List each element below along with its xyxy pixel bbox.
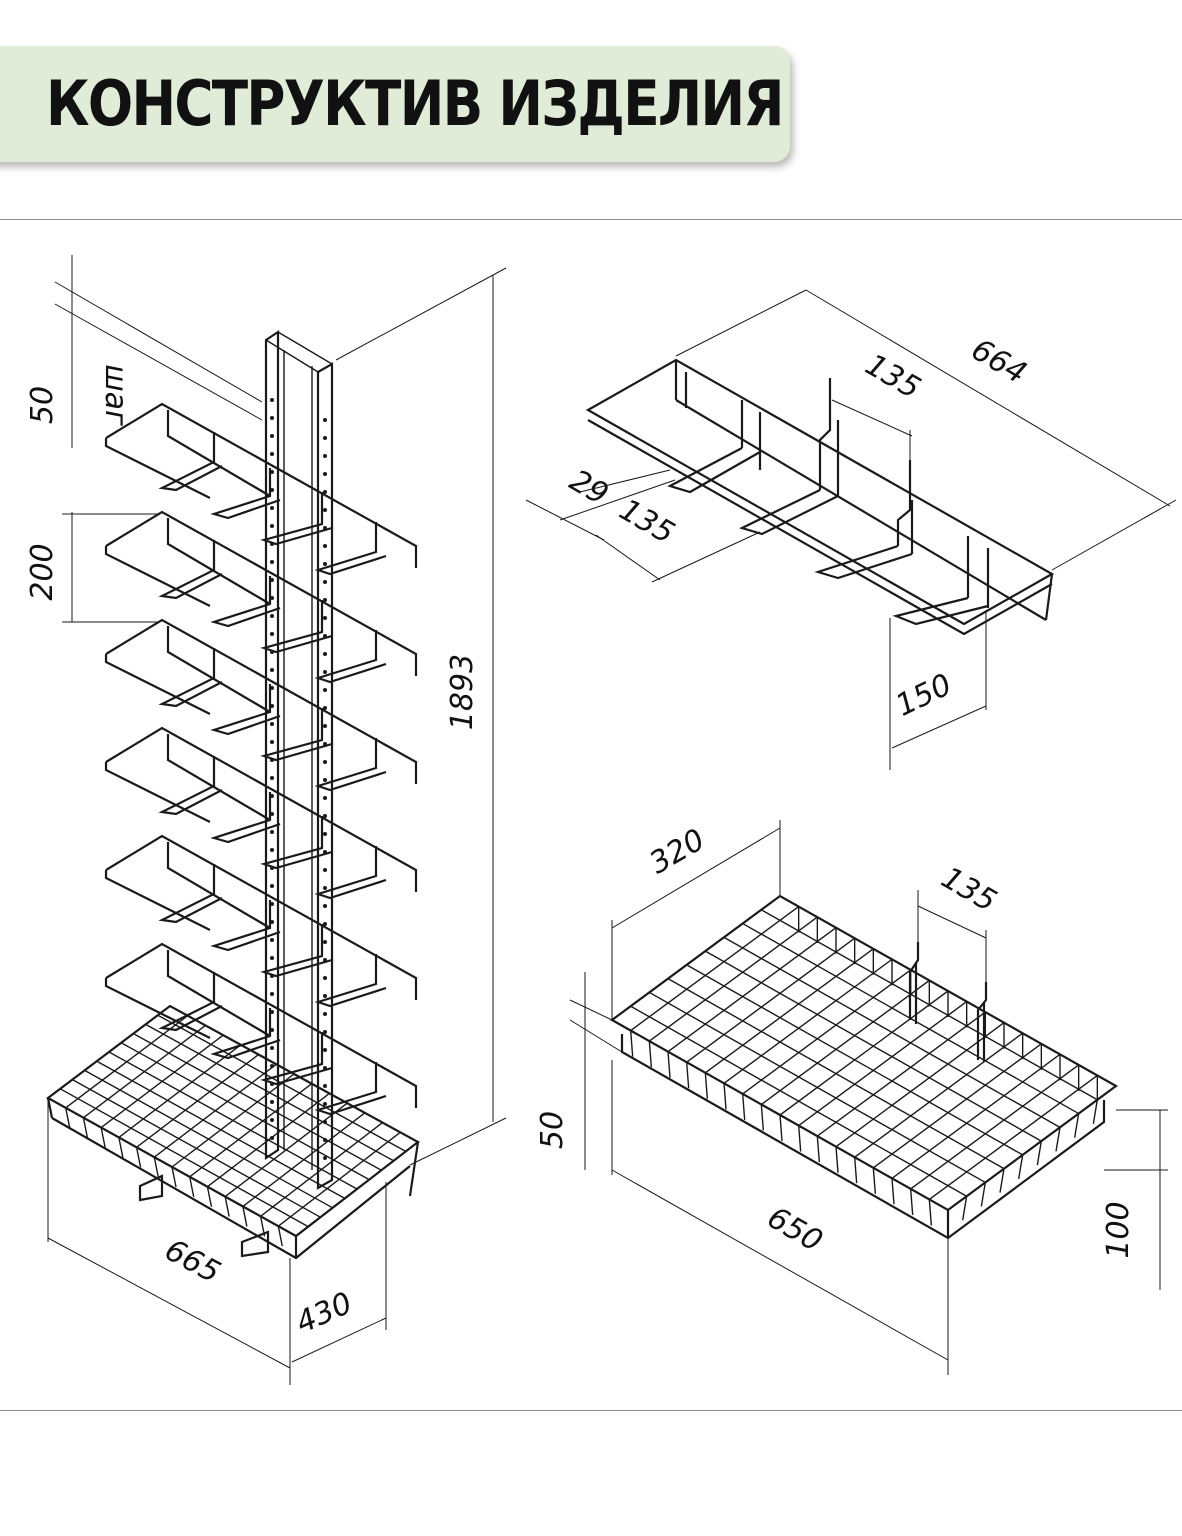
stand-bottom-basket [45,1004,421,1260]
shelf-depth-label: 150 [890,667,957,724]
stand-step-label: 200 [25,543,60,600]
stand-hanging-baskets [104,402,418,1116]
stand-top-offset-label: 50 [25,386,60,424]
stand-depth-label: 430 [291,1286,358,1341]
page-title: КОНСТРУКТИВ ИЗДЕЛИЯ [46,67,784,140]
stand-step-word-label: шаг [98,364,133,426]
basket-drawing: 320 135 50 650 100 [535,820,1168,1375]
top-divider [0,219,1182,220]
stand-drawing: 50 шаг 200 1893 665 430 [25,255,507,1385]
title-badge [0,46,790,162]
basket-hook-spacing-label: 135 [935,860,1002,919]
bottom-divider [0,1410,1182,1411]
shelf-drawing: 135 664 29 135 150 [525,289,1177,770]
shelf-edge-offset-label: 29 [563,463,614,512]
basket-front-height-label: 50 [535,1111,570,1149]
shelf-hook-spacing-label: 135 [859,347,926,406]
basket-back-height-label: 100 [1101,1201,1136,1258]
stand-height-label: 1893 [445,654,480,730]
stand-dimensions [47,255,507,1385]
shelf-length-label: 664 [965,332,1032,391]
basket-length-label: 650 [761,1200,828,1259]
stand-width-label: 665 [159,1233,226,1291]
shelf-hook-spacing-2-label: 135 [613,492,680,551]
basket-depth-label: 320 [644,822,711,881]
